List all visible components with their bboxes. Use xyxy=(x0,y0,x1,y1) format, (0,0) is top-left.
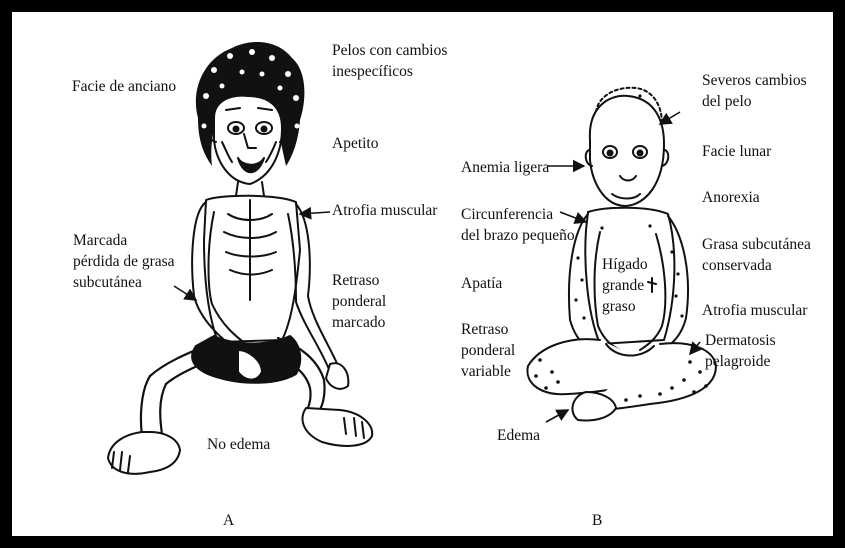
label-marcada-perdida-grasa: Marcada pérdida de grasa subcutánea xyxy=(73,230,175,293)
label-retraso-ponderal-marcado: Retraso ponderal marcado xyxy=(332,270,386,333)
label-facie-lunar: Facie lunar xyxy=(702,141,771,162)
label-apetito: Apetito xyxy=(332,133,379,154)
label-higado-grande-graso: Hígado grande graso xyxy=(602,254,648,317)
label-retraso-ponderal-variable: Retraso ponderal variable xyxy=(461,319,515,382)
label-atrofia-muscular-a: Atrofia muscular xyxy=(332,200,437,221)
label-apatia: Apatía xyxy=(461,273,502,294)
label-anemia-ligera: Anemia ligera xyxy=(461,157,549,178)
label-dermatosis-pelagroide: Dermatosis pelagroide xyxy=(705,330,776,372)
label-anorexia: Anorexia xyxy=(702,187,760,208)
label-facie-de-anciano: Facie de anciano xyxy=(72,76,176,97)
label-severos-cambios-pelo: Severos cambios del pelo xyxy=(702,70,807,112)
label-atrofia-muscular-b: Atrofia muscular xyxy=(702,300,807,321)
label-no-edema: No edema xyxy=(207,434,270,455)
label-edema: Edema xyxy=(497,425,540,446)
panel-b-caption: B xyxy=(592,510,602,531)
panel-a-caption: A xyxy=(223,510,234,531)
label-grasa-subcutanea-conservada: Grasa subcutánea conservada xyxy=(702,234,811,276)
label-circunferencia-brazo: Circunferencia del brazo pequeño xyxy=(461,204,575,246)
label-pelos-con-cambios: Pelos con cambios inespecíficos xyxy=(332,40,447,82)
